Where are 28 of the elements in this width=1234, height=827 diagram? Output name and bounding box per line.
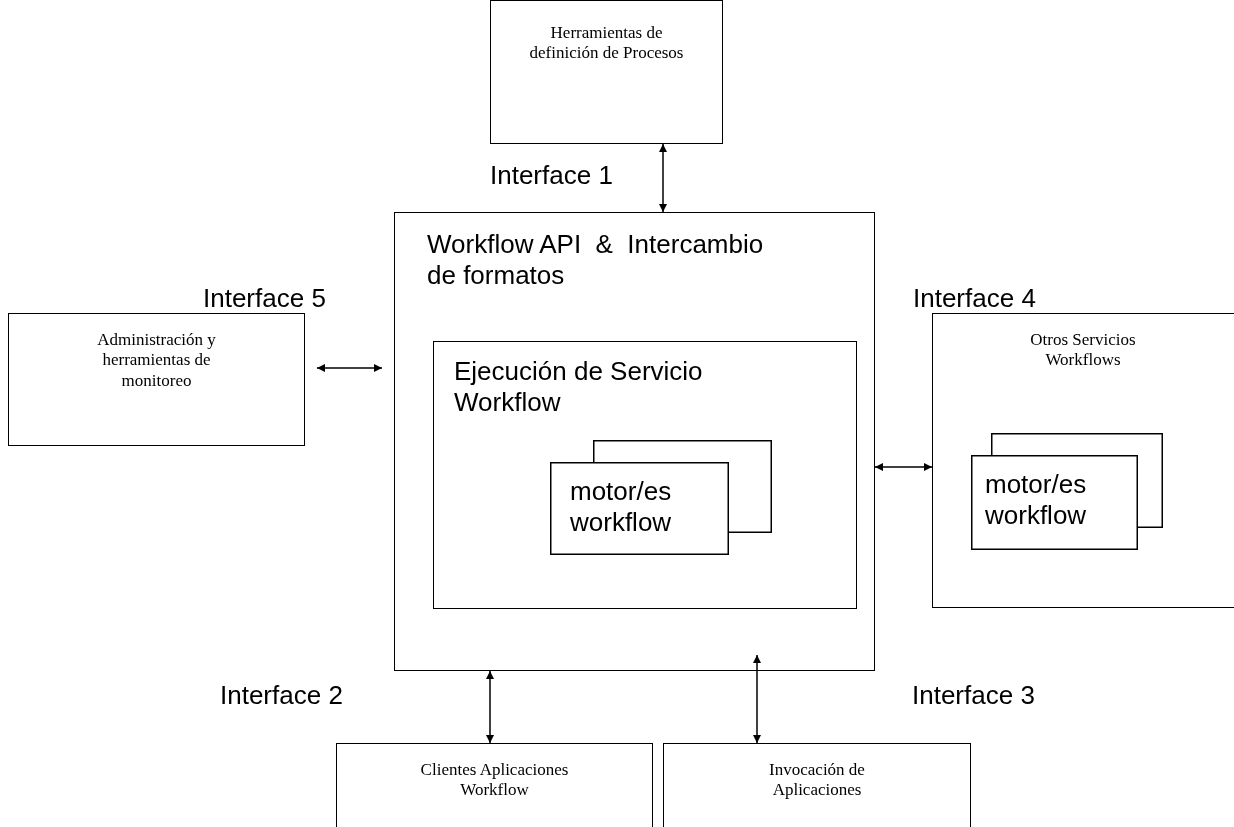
double-arrow xyxy=(486,670,494,744)
interface-label: Interface 2 xyxy=(220,680,343,711)
double-arrow xyxy=(659,143,667,213)
double-arrow xyxy=(316,364,383,372)
interface-label: Interface 5 xyxy=(203,283,326,314)
double-arrow xyxy=(874,463,933,471)
process-box xyxy=(394,212,875,671)
box-label: motor/es workflow xyxy=(984,469,1088,532)
double-arrow xyxy=(753,654,761,744)
box-label: motor/es workflow xyxy=(569,476,673,539)
stacked-boxes xyxy=(550,440,772,555)
box-label: Clientes Aplicaciones Workflow xyxy=(419,760,570,801)
box-label: Invocación de Aplicaciones xyxy=(768,760,866,801)
interface-label: Interface 3 xyxy=(912,680,1035,711)
interface-label: Interface 1 xyxy=(490,160,613,191)
box-label: Ejecución de Servicio Workflow xyxy=(453,356,704,419)
process-box xyxy=(663,743,971,827)
process-box xyxy=(490,0,723,144)
process-box xyxy=(932,313,1234,608)
process-box xyxy=(8,313,305,446)
box-label: Administración y herramientas de monitoreo xyxy=(96,330,217,392)
process-box xyxy=(336,743,653,827)
interface-label: Interface 4 xyxy=(913,283,1036,314)
stacked-boxes xyxy=(971,433,1163,550)
box-label: Otros Servicios Workflows xyxy=(1029,330,1137,371)
box-label: Workflow API & Intercambio de formatos xyxy=(426,229,765,292)
process-box xyxy=(433,341,857,609)
box-label: Herramientas de definición de Procesos xyxy=(528,23,685,64)
